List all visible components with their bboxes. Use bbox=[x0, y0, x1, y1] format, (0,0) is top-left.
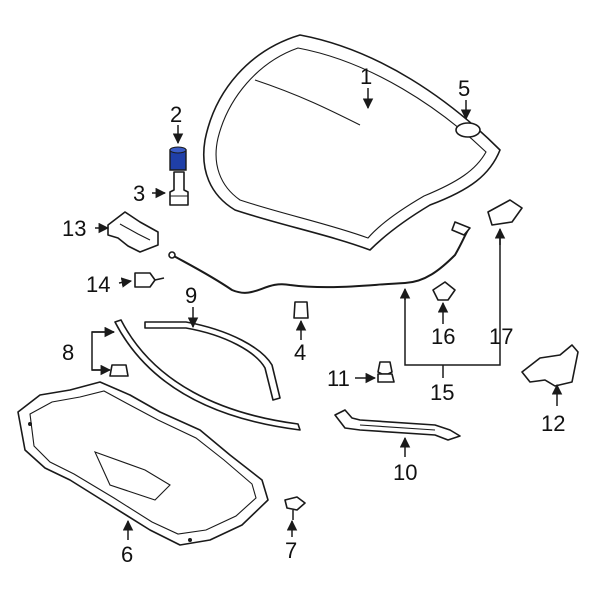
hood-insulator bbox=[17, 381, 269, 546]
leader-lines bbox=[91, 88, 563, 540]
hood-panel bbox=[203, 34, 501, 251]
callout-10: 10 bbox=[393, 460, 417, 485]
lift-support bbox=[334, 409, 461, 441]
callout-8: 8 bbox=[62, 340, 74, 365]
hinge-detail bbox=[119, 223, 151, 241]
hood-seal bbox=[114, 319, 301, 431]
callout-4: 4 bbox=[294, 340, 306, 365]
callout-14: 14 bbox=[86, 272, 110, 297]
seal-retainer bbox=[109, 364, 129, 377]
callout-15: 15 bbox=[430, 380, 454, 405]
hood-bumper bbox=[169, 146, 187, 171]
insulator-clip bbox=[284, 496, 306, 520]
hood-latch bbox=[521, 344, 579, 387]
callout-9: 9 bbox=[185, 283, 197, 308]
callout-3: 3 bbox=[133, 181, 145, 206]
callout-2: 2 bbox=[170, 102, 182, 127]
release-cable bbox=[171, 229, 469, 294]
weatherstrip bbox=[144, 321, 281, 401]
stop-bumper bbox=[293, 301, 309, 319]
release-handle bbox=[451, 199, 523, 236]
callout-13: 13 bbox=[62, 216, 86, 241]
hinge-bolt bbox=[134, 272, 165, 288]
callout-5: 5 bbox=[458, 76, 470, 101]
callout-7: 7 bbox=[285, 538, 297, 563]
hood-hinge bbox=[107, 211, 159, 253]
cable-end bbox=[168, 251, 176, 259]
callout-11: 11 bbox=[327, 366, 350, 391]
callout-16: 16 bbox=[431, 324, 455, 349]
callout-1: 1 bbox=[360, 64, 372, 89]
hood-plug bbox=[455, 122, 481, 138]
callout-12: 12 bbox=[541, 411, 565, 436]
callout-17: 17 bbox=[489, 324, 513, 349]
hood-adjuster bbox=[169, 171, 189, 206]
callout-6: 6 bbox=[121, 542, 133, 567]
ball-stud bbox=[377, 361, 395, 383]
cable-clip bbox=[432, 281, 456, 301]
